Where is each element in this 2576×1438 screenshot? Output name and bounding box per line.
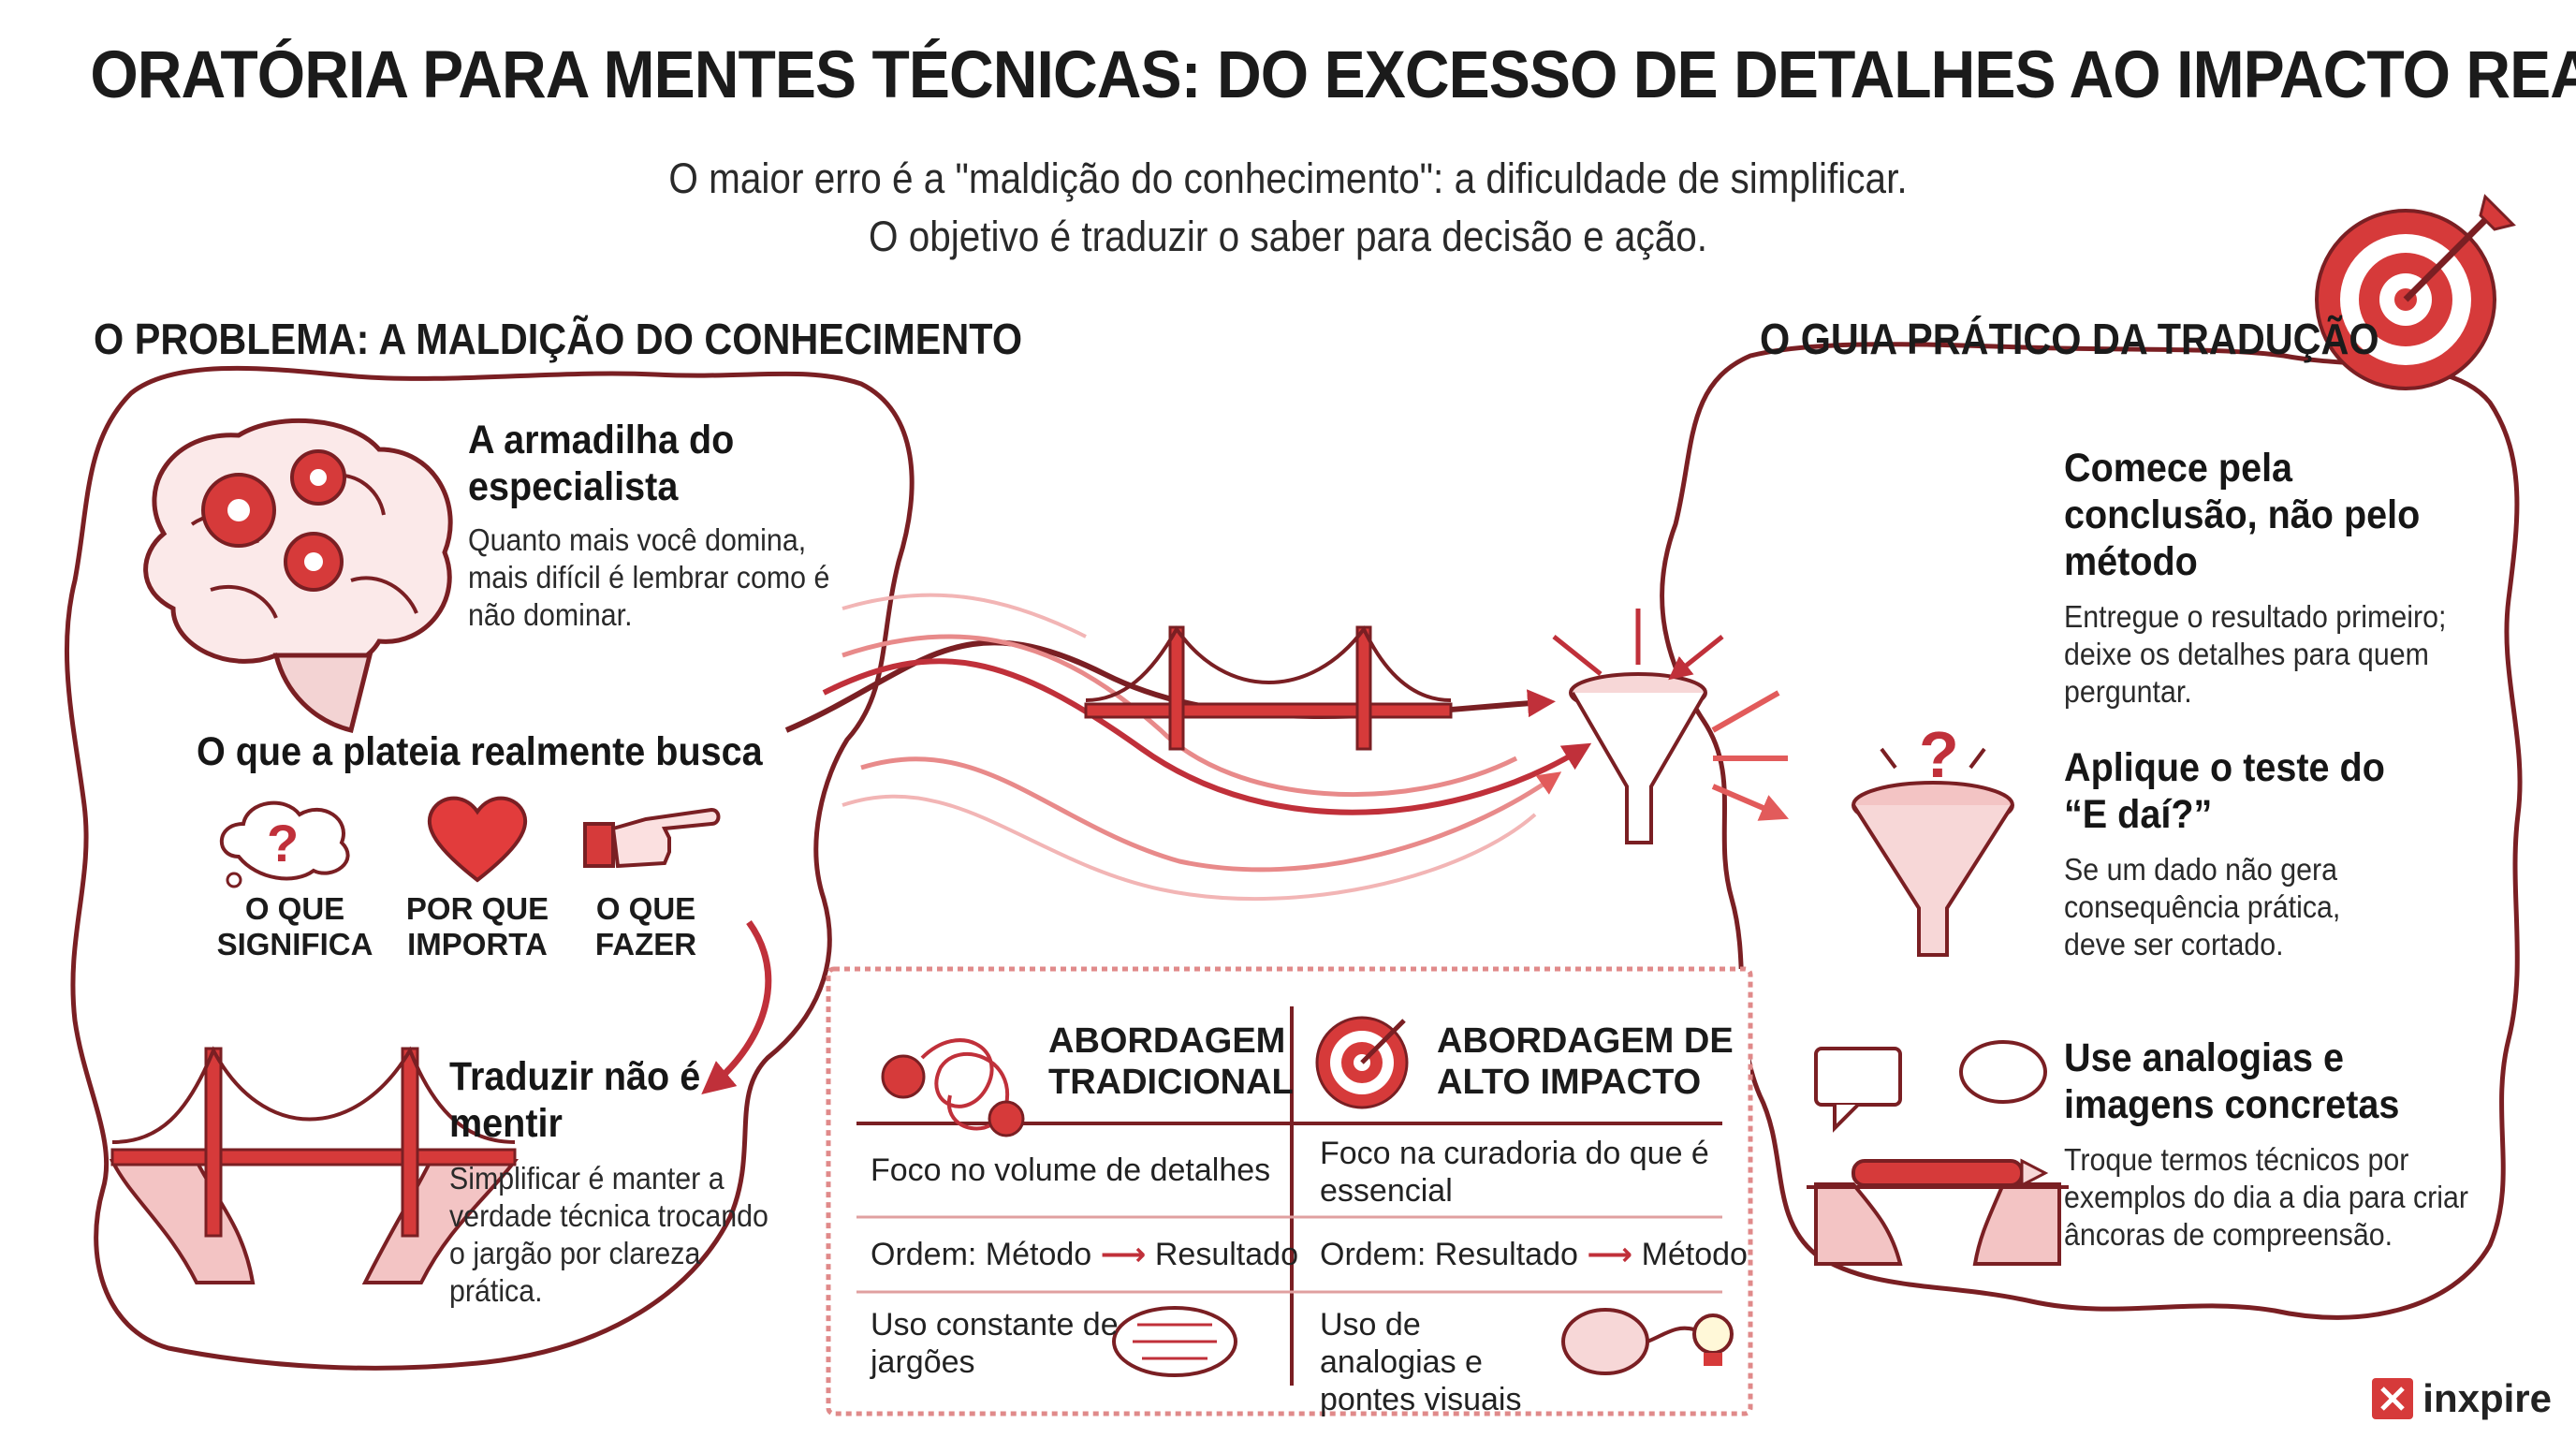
pointing-hand-icon	[580, 796, 721, 885]
translate-body: Simplificar é manter a verdade técnica t…	[449, 1161, 768, 1308]
subtitle-line-1: O maior erro é a "maldição do conhecimen…	[668, 154, 1908, 202]
impact-row-focus: Foco na curadoria do que é essencial	[1320, 1136, 1709, 1209]
guide-item-2-title: Aplique o teste do “E daí?”	[2064, 745, 2385, 837]
guide-item-1-title: Comece pela conclusão, não pelo método	[2064, 446, 2421, 584]
comparison-box-border	[826, 966, 1753, 1416]
question-cloud-icon: ?	[211, 791, 360, 899]
arrow-right-icon: ⟶	[1100, 1237, 1155, 1272]
jargon-bubble-icon	[1112, 1306, 1237, 1377]
traditional-row-focus: Foco no volume de detalhes	[871, 1152, 1271, 1188]
svg-text:?: ?	[267, 814, 299, 873]
guide-item-1-body: Entregue o resultado primeiro; deixe os …	[2064, 599, 2447, 709]
guide-item-3-body: Troque termos técnicos por exemplos do d…	[2064, 1142, 2469, 1252]
right-section-heading: O GUIA PRÁTICO DA TRADUÇÃO	[1760, 315, 2379, 363]
bridge-icon-small	[109, 1046, 520, 1284]
translate-block: Traduzir não é mentir Simplificar é mant…	[449, 1053, 805, 1310]
bridge-icon-center	[1084, 625, 1453, 751]
analogy-bridge-icon	[1807, 1040, 2069, 1266]
icon-label-importance: POR QUE IMPORTA	[405, 891, 549, 961]
traditional-approach-header: ABORDAGEM TRADICIONAL	[1048, 1021, 1294, 1102]
guide-item-3: Use analogias e imagens concretas Troque…	[2064, 1034, 2504, 1254]
impact-order-tail: Método	[1641, 1237, 1748, 1272]
funnel-question-icon: ?	[1852, 718, 2014, 957]
guide-item-3-title: Use analogias e imagens concretas	[2064, 1035, 2400, 1127]
traditional-row-order: Ordem: Método ⟶ Resultado	[871, 1236, 1298, 1273]
subtitle-line-2: O objetivo é traduzir o saber para decis…	[868, 213, 1708, 260]
impact-row-order: Ordem: Resultado ⟶ Método	[1320, 1236, 1748, 1273]
brain-gears-icon	[143, 418, 453, 734]
guide-item-2: Aplique o teste do “E daí?” Se um dado n…	[2064, 744, 2438, 963]
traditional-order-label: Ordem: Método	[871, 1237, 1092, 1272]
brain-bulb-icon	[1561, 1308, 1734, 1375]
icon-label-action: O QUE FAZER	[594, 891, 697, 961]
guide-item-1: Comece pela conclusão, não pelo método E…	[2064, 445, 2504, 711]
impact-order-label: Ordem: Resultado	[1320, 1237, 1578, 1272]
guide-item-2-body: Se um dado não gera consequência prática…	[2064, 852, 2341, 961]
arrow-right-icon: ⟶	[1587, 1237, 1642, 1272]
left-cloud-outline	[64, 365, 915, 1371]
impact-approach-header: ABORDAGEM DE ALTO IMPACTO	[1437, 1021, 1734, 1102]
expert-trap-body: Quanto mais você domina, mais difícil é …	[468, 522, 830, 632]
funnel-icon-center	[1552, 609, 1788, 844]
small-target-icon	[1315, 1016, 1409, 1109]
tangle-gears-icon	[881, 1038, 1025, 1137]
brand-name: inxpire	[2422, 1376, 2552, 1420]
heart-icon	[426, 791, 529, 889]
page-title: ORATÓRIA PARA MENTES TÉCNICAS: DO EXCESS…	[90, 38, 2576, 112]
svg-text:?: ?	[1919, 718, 1959, 791]
audience-title: O que a plateia realmente busca	[197, 729, 763, 774]
impact-row-language: Uso de analogias e pontes visuais	[1320, 1307, 1522, 1417]
target-icon	[2315, 194, 2516, 390]
curved-arrow	[701, 919, 772, 1094]
traditional-row-language: Uso constante de jargões	[871, 1307, 1119, 1380]
left-section-heading: O PROBLEMA: A MALDIÇÃO DO CONHECIMENTO	[94, 315, 1023, 363]
expert-trap-title: A armadilha do especialista	[468, 418, 735, 509]
translate-title: Traduzir não é mentir	[449, 1054, 701, 1146]
icon-label-meaning: O QUE SIGNIFICA	[216, 891, 373, 961]
expert-trap-block: A armadilha do especialista Quanto mais …	[468, 417, 861, 634]
traditional-order-tail: Resultado	[1154, 1237, 1298, 1272]
page-subtitle: O maior erro é a "maldição do conhecimen…	[129, 150, 2448, 266]
brand-x-icon	[2372, 1378, 2414, 1419]
brand-logo: inxpire	[2372, 1376, 2552, 1421]
